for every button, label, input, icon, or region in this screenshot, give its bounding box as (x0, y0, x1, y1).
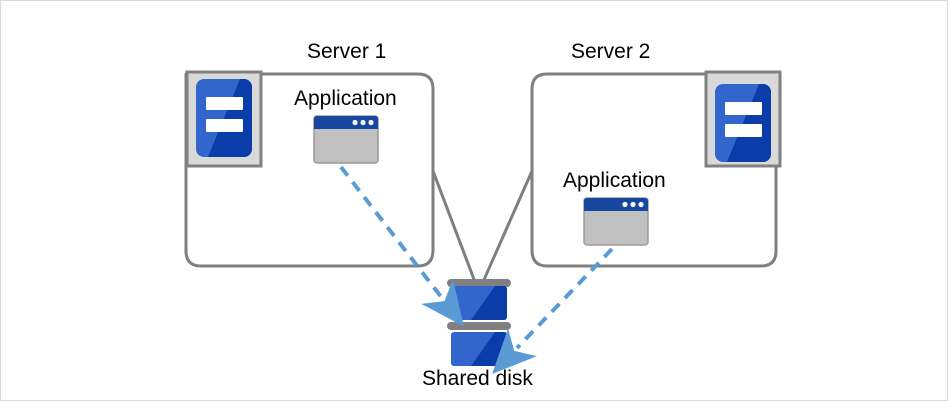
app1-to-disk-access (339, 165, 464, 327)
application-window-icon (583, 197, 649, 246)
server1-to-disk-link (431, 170, 477, 283)
app2-to-disk-access (492, 247, 614, 374)
server2-application-label: Application (563, 169, 666, 192)
disk-stack-icon (447, 279, 511, 366)
server-icon (185, 70, 263, 168)
shared-disk-label: Shared disk (422, 367, 533, 390)
application-window-icon (313, 115, 379, 164)
server-icon (704, 70, 782, 168)
server2-to-disk-link (481, 170, 534, 283)
server1-title: Server 1 (307, 40, 387, 63)
server1-application-label: Application (294, 87, 397, 110)
server2-title: Server 2 (571, 40, 651, 63)
